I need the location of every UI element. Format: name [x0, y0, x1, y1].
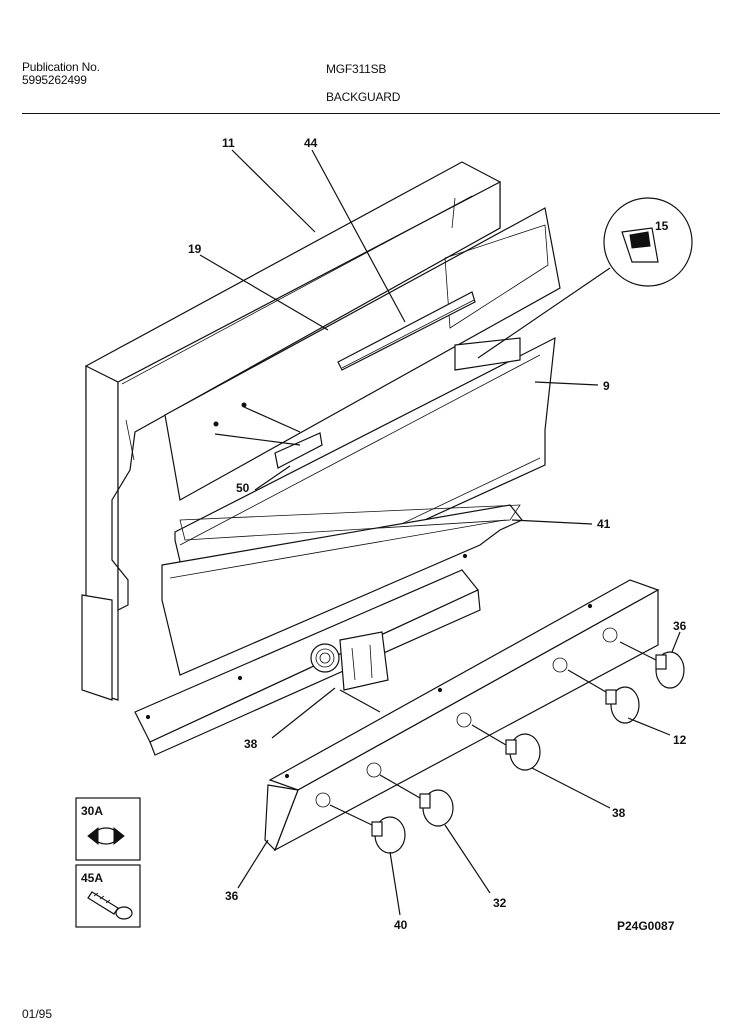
control-manifold [264, 579, 660, 852]
callout-19: 19 [188, 242, 202, 256]
inset-label-30a: 30A [81, 804, 103, 818]
thermostat [310, 631, 389, 713]
inset-box-30a: 30A [75, 797, 141, 861]
callout-15: 15 [655, 219, 669, 233]
publication-label: Publication No. [22, 60, 100, 74]
callout-36-middle: 32 [493, 896, 507, 910]
callout-38: 12 [673, 733, 687, 747]
callout-32: 38 [612, 806, 626, 820]
callout-9: 9 [603, 379, 610, 393]
light-housing [337, 291, 476, 371]
drawing-number: P24G0087 [617, 919, 675, 933]
callout-44: 44 [304, 136, 318, 150]
callout-36-right: 36 [673, 619, 687, 633]
leader-lines [199, 149, 681, 916]
knob-38-right [567, 669, 640, 724]
callout-40: 36 [225, 889, 239, 903]
inset-box-45a: 45A [75, 864, 141, 928]
knob-36-left [329, 804, 406, 854]
knob-36-middle [379, 774, 454, 827]
callout-50: 50 [236, 481, 250, 495]
control-panel-back [161, 504, 523, 676]
knob-36-right [619, 641, 685, 689]
detail-circle-15 [477, 197, 693, 359]
revision-date: 01/95 [22, 1007, 52, 1021]
header-rule [22, 113, 720, 114]
callout-12: 38 [244, 737, 258, 751]
callout-41: 41 [597, 517, 611, 531]
bracket [274, 432, 323, 469]
knob-32 [471, 724, 541, 771]
callout-36-left: 40 [394, 918, 408, 932]
inset-label-45a: 45A [81, 871, 103, 885]
section-title: BACKGUARD [326, 90, 401, 104]
model-number: MGF311SB [326, 62, 387, 76]
backguard-housing [81, 161, 501, 701]
publication-number: 5995262499 [22, 73, 87, 87]
callout-11: 11 [222, 136, 235, 150]
